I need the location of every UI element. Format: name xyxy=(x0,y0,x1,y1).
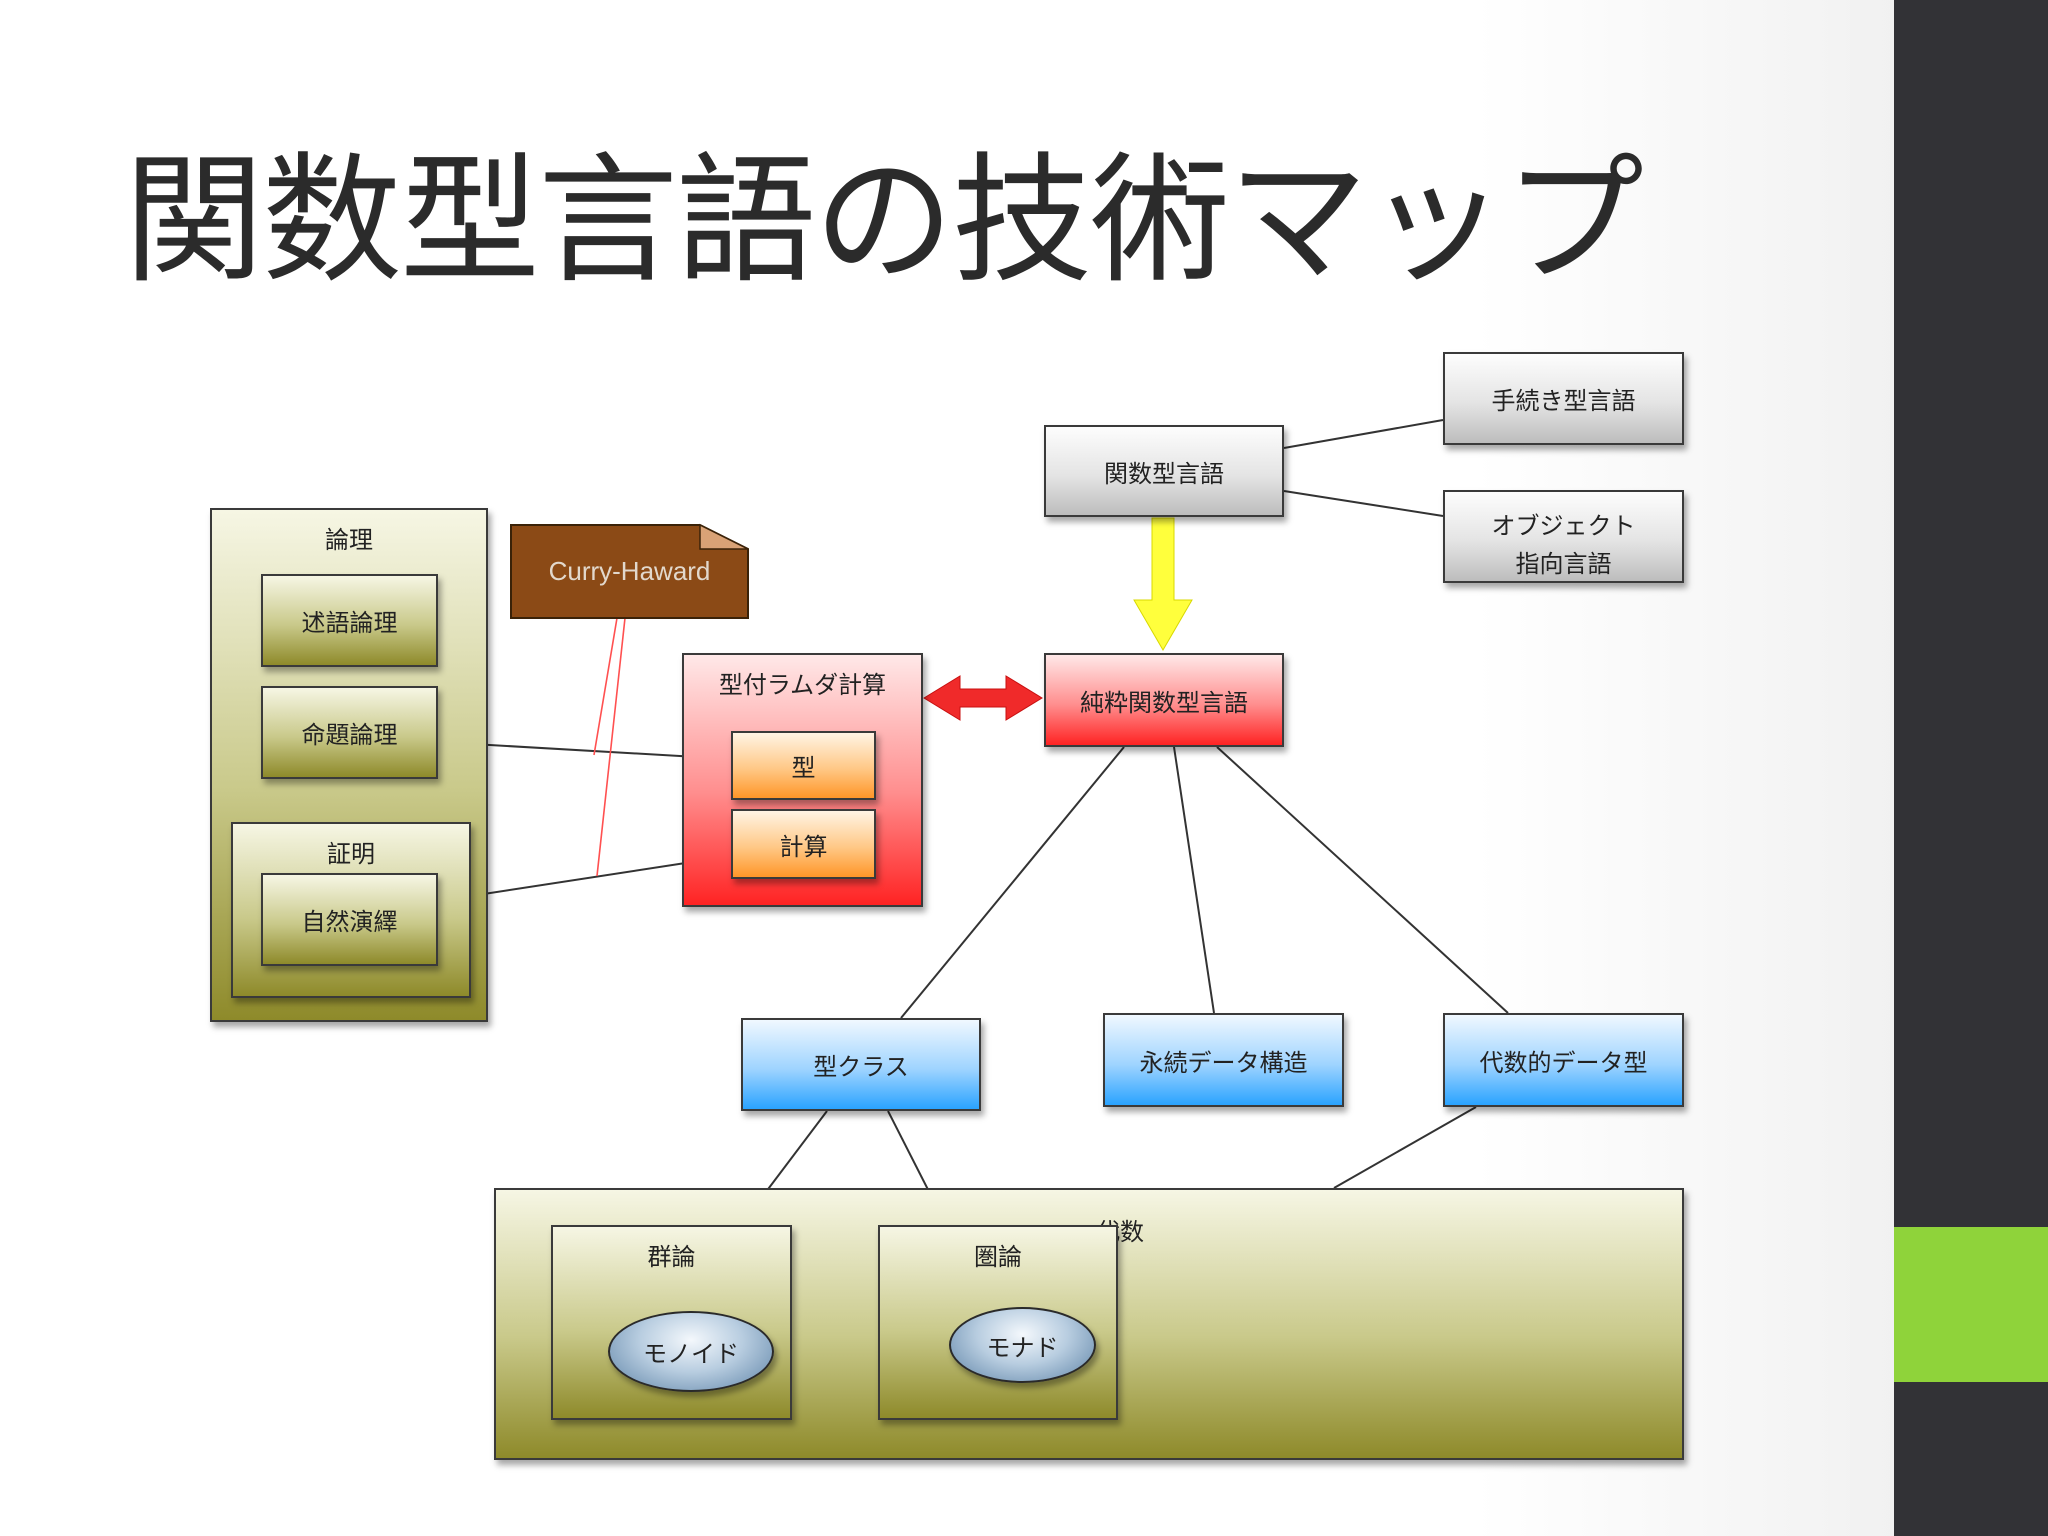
edge-functional-oop xyxy=(1283,490,1444,517)
curry-howard-note: Curry-Haward xyxy=(511,525,748,618)
persistent-data-structure-box: 永続データ構造 xyxy=(1103,1013,1344,1107)
curry-howard-label: Curry-Haward xyxy=(548,556,711,586)
type-class-label: 型クラス xyxy=(813,1053,909,1081)
algebraic-data-type-box: 代数的データ型 xyxy=(1443,1013,1684,1107)
edge-algebraic-algebra xyxy=(1333,1106,1477,1189)
algebraic-data-type-label: 代数的データ型 xyxy=(1479,1048,1648,1077)
natural-deduction-label: 自然演繹 xyxy=(301,908,398,936)
note-shape xyxy=(510,523,749,619)
monoid-ellipse: モノイド xyxy=(608,1311,774,1392)
edge-curryhoward-b xyxy=(596,617,626,877)
oop-language-box: オブジェクト 指向言語 xyxy=(1443,490,1684,583)
propositional-logic-box: 命題論理 xyxy=(261,686,438,779)
page-title: 関数型言語の技術マップ xyxy=(124,140,1644,303)
monad-label: モナド xyxy=(986,1333,1059,1362)
procedural-language-box: 手続き型言語 xyxy=(1443,352,1684,445)
computation-label: 計算 xyxy=(779,832,828,861)
oop-language-label-line2: 指向言語 xyxy=(1515,550,1612,578)
edge-pure-typeclass xyxy=(900,746,1125,1019)
edge-pure-persistent xyxy=(1173,746,1215,1014)
proof-label: 証明 xyxy=(327,840,375,868)
type-class-box: 型クラス xyxy=(741,1018,981,1111)
edge-functional-procedural xyxy=(1283,419,1444,449)
predicate-logic-box: 述語論理 xyxy=(261,574,438,667)
sidebar xyxy=(1894,0,2048,1536)
logic-label: 論理 xyxy=(325,526,373,554)
natural-deduction-box: 自然演繹 xyxy=(261,873,438,966)
persistent-data-structure-label: 永続データ構造 xyxy=(1139,1048,1308,1077)
typed-lambda-label: 型付ラムダ計算 xyxy=(718,671,887,699)
pure-functional-box: 純粋関数型言語 xyxy=(1044,653,1284,747)
edge-pure-algebraic xyxy=(1216,746,1509,1014)
sidebar-accent-block xyxy=(1894,1227,2048,1382)
double-arrow-icon xyxy=(923,675,1043,721)
monad-ellipse: モナド xyxy=(949,1307,1096,1383)
category-theory-label: 圏論 xyxy=(974,1243,1022,1271)
predicate-logic-label: 述語論理 xyxy=(301,609,398,637)
monoid-label: モノイド xyxy=(643,1340,739,1368)
functional-language-box: 関数型言語 xyxy=(1044,425,1284,517)
slide: 関数型言語の技術マップ Curry-Haward xyxy=(124,140,1684,1460)
oop-language-label-line1: オブジェクト xyxy=(1491,512,1636,540)
type-box: 型 xyxy=(731,731,876,800)
edge-curryhoward-a xyxy=(593,617,618,756)
group-theory-label: 群論 xyxy=(647,1243,696,1271)
pure-functional-label: 純粋関数型言語 xyxy=(1080,688,1248,717)
yellow-arrow-icon xyxy=(1133,517,1193,651)
propositional-logic-label: 命題論理 xyxy=(301,721,398,749)
computation-box: 計算 xyxy=(731,809,876,879)
procedural-language-label: 手続き型言語 xyxy=(1491,387,1636,415)
functional-language-label: 関数型言語 xyxy=(1104,459,1224,488)
type-label: 型 xyxy=(791,754,816,782)
